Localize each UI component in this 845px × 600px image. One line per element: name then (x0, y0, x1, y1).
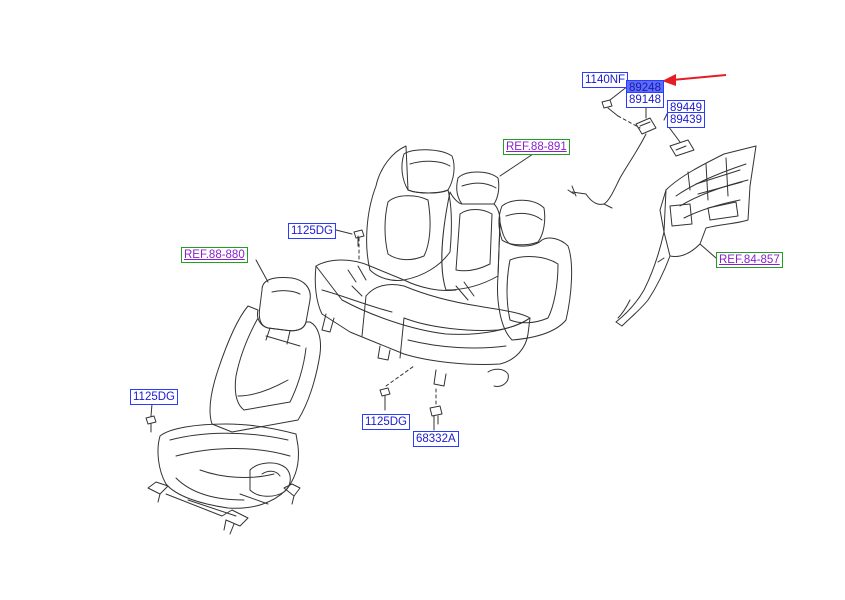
part-label-bolt-top-right[interactable]: 1140NF (582, 72, 629, 88)
part-label-bolt-left[interactable]: 1125DG (130, 389, 178, 405)
ref-label-trim-panel[interactable]: REF.84-857 (716, 252, 783, 268)
part-label-clip[interactable]: 68332A (413, 431, 459, 447)
fastener-bolt-left (145, 415, 157, 433)
fastener-bolt-center-top (353, 229, 365, 263)
ref-label-front-seat[interactable]: REF.88-880 (181, 247, 248, 263)
rear-seat (314, 145, 573, 387)
bracket-89449 (669, 139, 695, 157)
trim-panel (615, 145, 757, 327)
leader-lines (150, 85, 717, 431)
fastener-bolt-top-right (601, 99, 641, 129)
part-label-bolt-center-top[interactable]: 1125DG (288, 223, 336, 239)
fastener-bolt-center-bottom (379, 365, 415, 407)
part-label-89439[interactable]: 89439 (667, 112, 705, 128)
ref-label-rear-seat[interactable]: REF.88-891 (503, 139, 570, 155)
switch-assembly (567, 117, 657, 209)
part-label-bolt-center-bottom[interactable]: 1125DG (362, 414, 410, 430)
part-label-89148[interactable]: 89148 (626, 92, 664, 108)
front-seat (147, 277, 321, 535)
fastener-clip (429, 385, 443, 425)
red-arrow-icon (662, 74, 727, 86)
